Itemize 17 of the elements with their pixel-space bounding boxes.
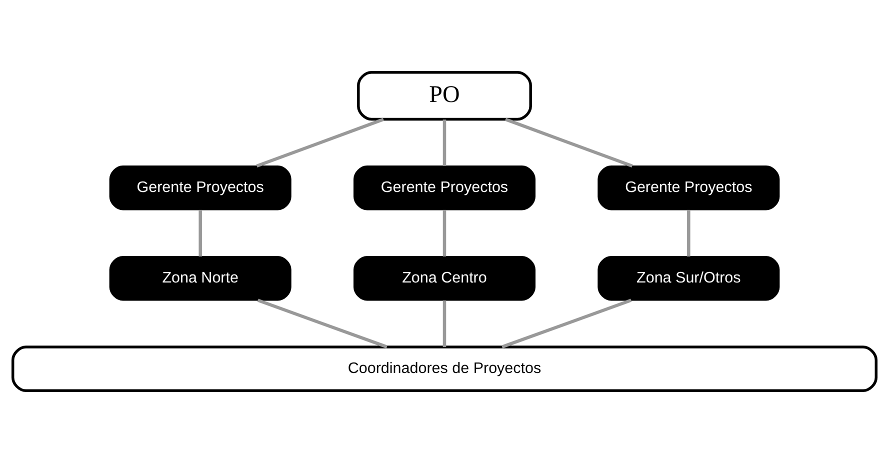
node-box: Coordinadores de Proyectos xyxy=(12,345,878,392)
connector xyxy=(257,298,388,348)
connector xyxy=(502,298,632,348)
node-box: Gerente Proyectos xyxy=(598,165,780,210)
node-box: Gerente Proyectos xyxy=(353,165,536,210)
node-box: Zona Sur/Otros xyxy=(598,256,780,300)
connector xyxy=(198,209,202,256)
connector xyxy=(442,209,446,256)
connector xyxy=(256,117,384,168)
connector xyxy=(442,119,446,166)
node-box: Zona Centro xyxy=(353,256,536,300)
connector xyxy=(504,117,633,168)
connector xyxy=(687,209,690,256)
connector xyxy=(442,300,446,346)
node-box: Gerente Proyectos xyxy=(109,165,292,210)
node-box: Zona Norte xyxy=(109,256,292,300)
node-box: PO xyxy=(357,70,532,120)
